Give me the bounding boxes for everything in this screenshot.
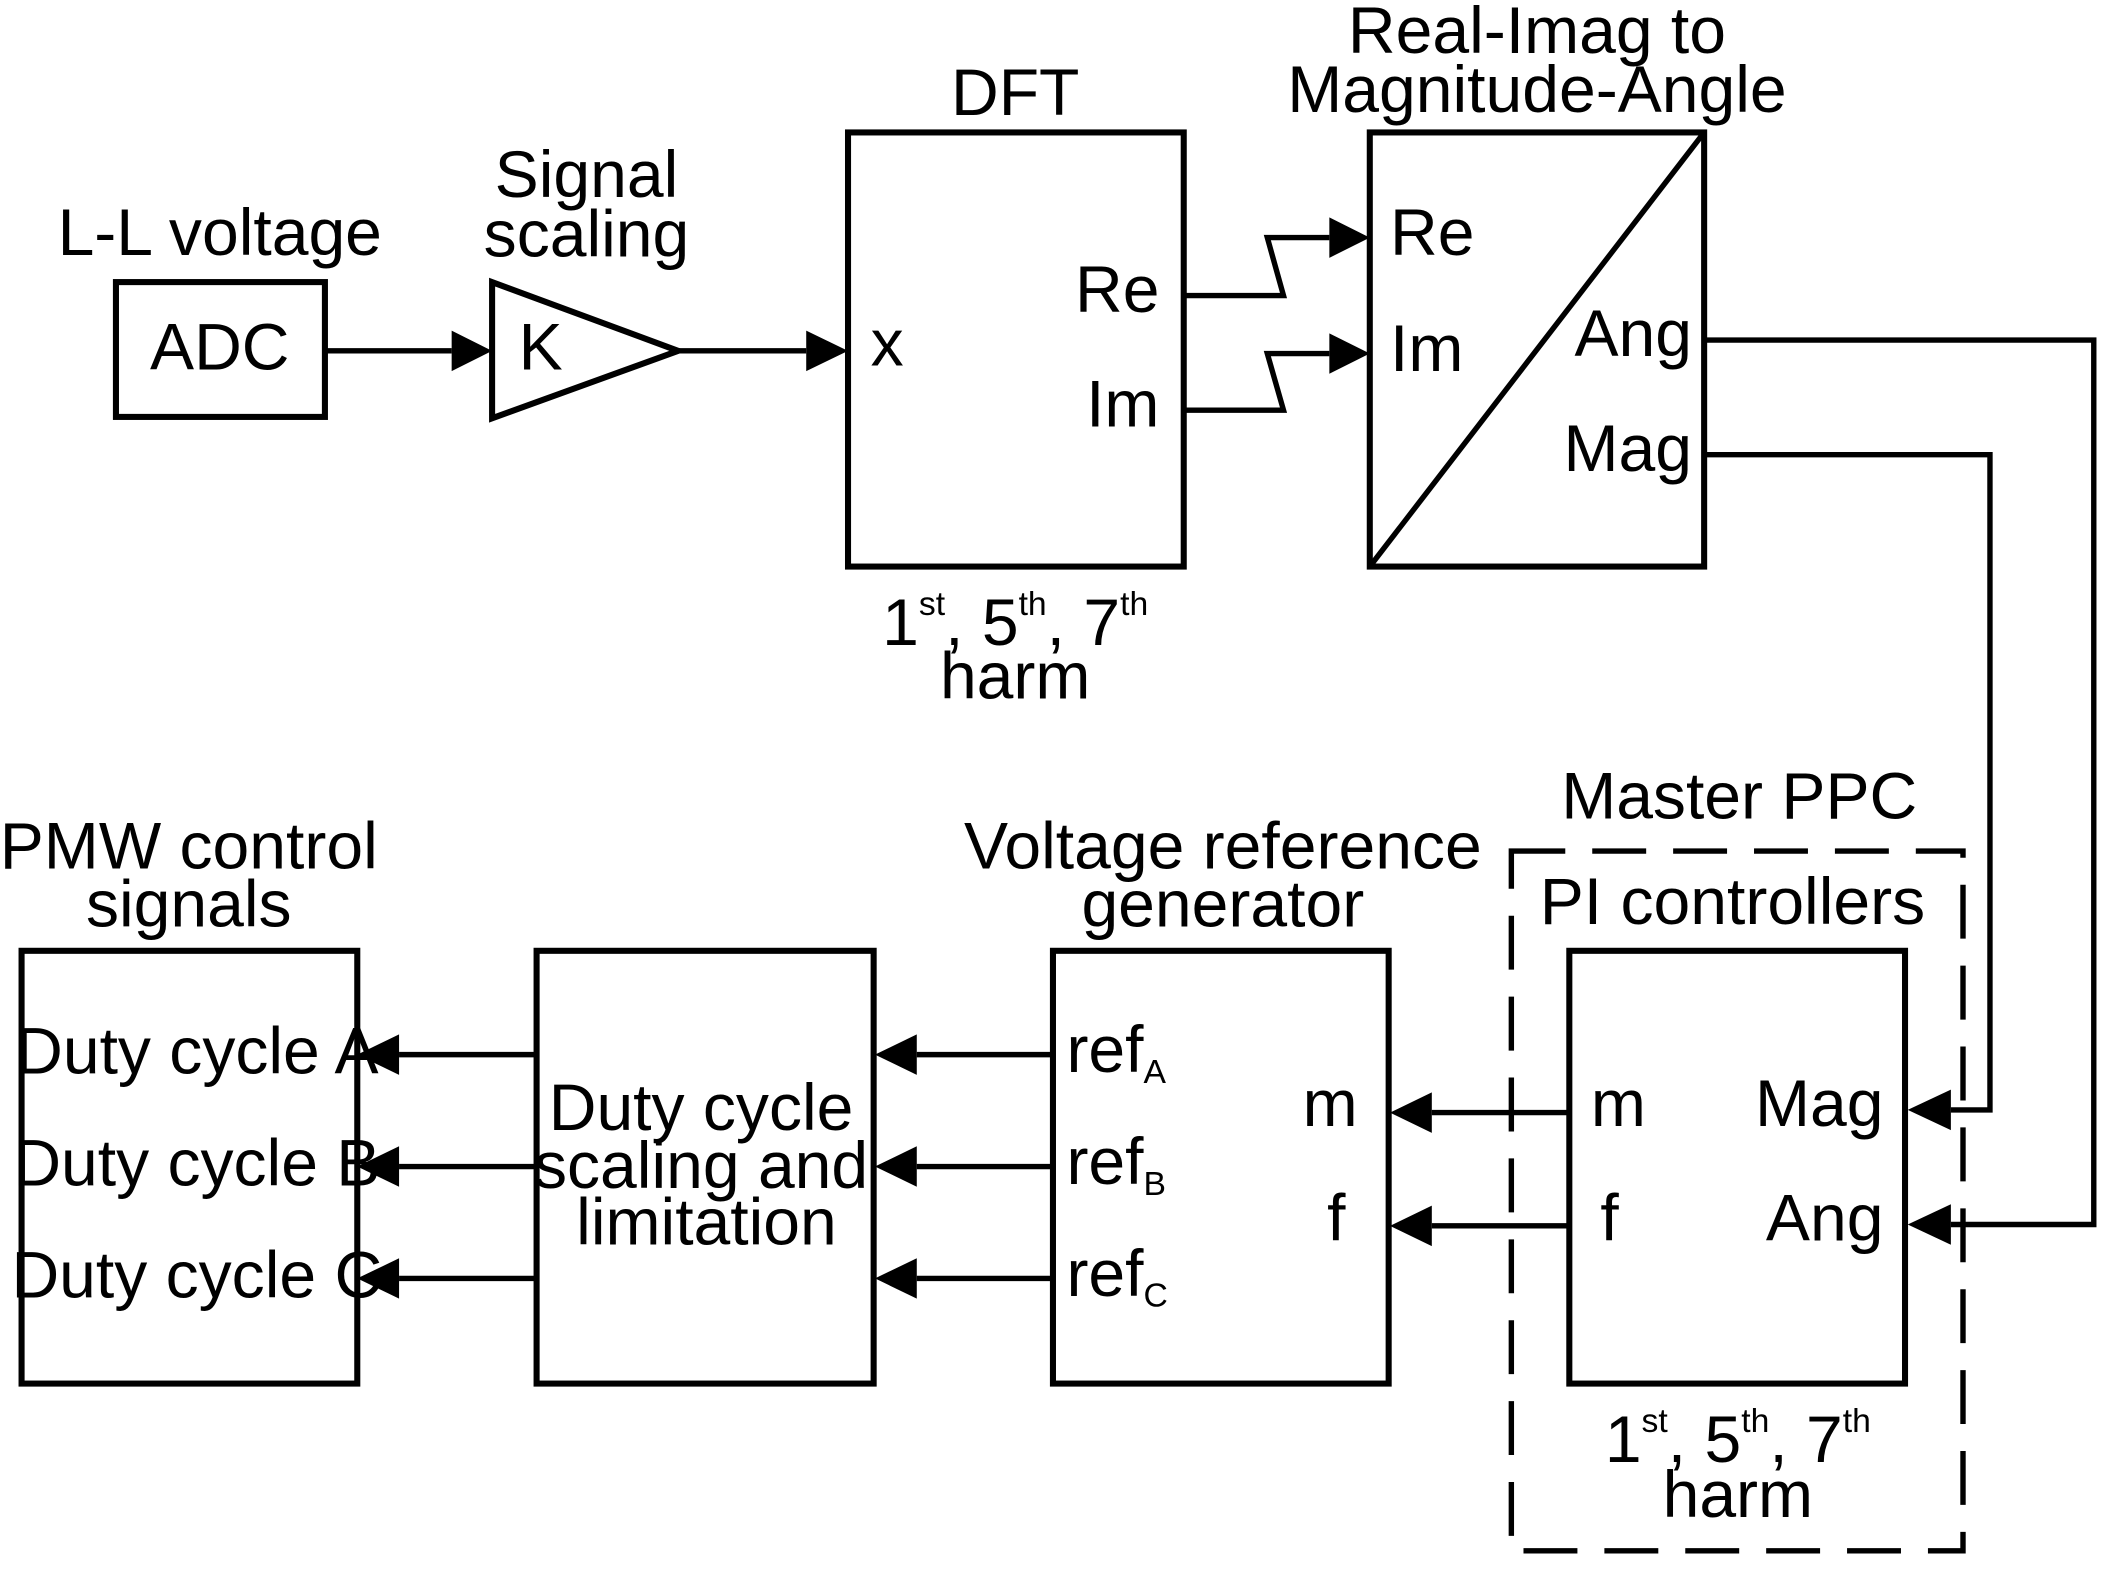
gain-label: K xyxy=(519,310,563,384)
wire-duty-c-to-pwm xyxy=(357,1258,537,1299)
vref-in-m-label: m xyxy=(1303,1066,1358,1140)
adc-box xyxy=(112,279,328,420)
dft-title: DFT xyxy=(951,55,1079,129)
duty-scaling-line3: limitation xyxy=(576,1185,837,1259)
duty-scaling-box xyxy=(533,947,877,1387)
vref-ref-c-label: refC xyxy=(1066,1236,1167,1315)
pi-harm-word: harm xyxy=(1663,1457,1813,1531)
wire-ref-c-to-duty-scaling xyxy=(874,1258,1053,1299)
dft-out-re-label: Re xyxy=(1075,252,1159,326)
scaling-title-line1: Signal xyxy=(495,137,679,211)
duty-scaling-block: Duty cycle scaling and limitation xyxy=(533,947,877,1387)
pwm-block: PMW control signals Duty cycle A Duty cy… xyxy=(0,809,382,1387)
converter-in-im-label: Im xyxy=(1390,311,1463,385)
wire-pi-m-to-vref xyxy=(1390,1092,1570,1133)
converter-diagonal xyxy=(1367,130,1707,569)
wire-gain-to-dft xyxy=(678,330,849,372)
dft-out-im-label: Im xyxy=(1086,366,1159,440)
wire-mag-to-pi xyxy=(1704,451,1993,1131)
pwm-box xyxy=(18,947,361,1387)
duty-scaling-line1: Duty cycle xyxy=(549,1070,854,1144)
vref-ref-a-label: refA xyxy=(1066,1012,1166,1091)
pi-controllers-title: PI controllers xyxy=(1540,864,1925,938)
vref-title-line1: Voltage reference xyxy=(964,809,1482,883)
duty-scaling-line2: scaling and xyxy=(534,1128,868,1202)
vref-in-f-label: f xyxy=(1327,1181,1346,1255)
wire-adc-to-gain xyxy=(324,330,493,372)
wire-dft-re-to-converter xyxy=(1183,217,1370,299)
wire-ang-to-pi xyxy=(1704,337,2097,1245)
converter-title-line2: Magnitude-Angle xyxy=(1287,52,1786,126)
gain-triangle xyxy=(489,277,687,423)
vref-ref-b-label: refB xyxy=(1066,1124,1166,1203)
dft-block: DFT x Re Im 1st, 5th, 7th harm xyxy=(844,55,1187,713)
adc-title: L-L voltage xyxy=(58,195,382,269)
master-ppc-region: Master PPC PI controllers m f Mag Ang 1s… xyxy=(1508,759,1966,1554)
dft-harm-word: harm xyxy=(940,639,1090,713)
dft-input-label: x xyxy=(871,306,904,380)
vref-box xyxy=(1049,947,1392,1387)
master-ppc-title: Master PPC xyxy=(1561,759,1917,833)
wire-ref-a-to-duty-scaling xyxy=(874,1034,1053,1075)
dft-box xyxy=(844,129,1187,570)
wire-ref-b-to-duty-scaling xyxy=(874,1146,1053,1187)
master-ppc-dashed-border xyxy=(1508,848,1966,1554)
converter-title-line1: Real-Imag to xyxy=(1348,0,1726,67)
duty-cycle-c-label: Duty cycle C xyxy=(11,1237,382,1311)
adc-block: L-L voltage ADC xyxy=(58,195,382,420)
dft-harmonics: 1st, 5th, 7th xyxy=(882,585,1148,659)
pi-in-mag-label: Mag xyxy=(1755,1066,1883,1140)
pi-in-ang-label: Ang xyxy=(1766,1181,1884,1255)
converter-in-re-label: Re xyxy=(1390,195,1474,269)
pwm-title-line2: signals xyxy=(86,867,292,941)
pwm-title-line1: PMW control xyxy=(0,809,378,883)
duty-cycle-b-label: Duty cycle B xyxy=(13,1125,380,1199)
pi-controllers-box xyxy=(1566,947,1909,1387)
pi-out-f-label: f xyxy=(1600,1181,1619,1255)
wire-duty-a-to-pwm xyxy=(357,1034,537,1075)
pi-out-m-label: m xyxy=(1591,1066,1646,1140)
converter-out-ang-label: Ang xyxy=(1574,296,1692,370)
vref-title-line2: generator xyxy=(1081,867,1364,941)
wire-dft-im-to-converter xyxy=(1183,333,1370,413)
wire-duty-b-to-pwm xyxy=(357,1146,537,1187)
signal-scaling-block: Signal scaling K xyxy=(484,137,690,423)
converter-out-mag-label: Mag xyxy=(1564,411,1692,485)
duty-cycle-a-label: Duty cycle A xyxy=(15,1013,378,1087)
pi-harmonics: 1st, 5th, 7th xyxy=(1605,1402,1871,1476)
wire-pi-f-to-vref xyxy=(1390,1205,1570,1247)
adc-label: ADC xyxy=(150,310,289,384)
vref-block: Voltage reference generator m f refA ref… xyxy=(964,809,1482,1387)
converter-block: Real-Imag to Magnitude-Angle Re Im Ang M… xyxy=(1287,0,1787,570)
scaling-title-line2: scaling xyxy=(484,196,690,270)
